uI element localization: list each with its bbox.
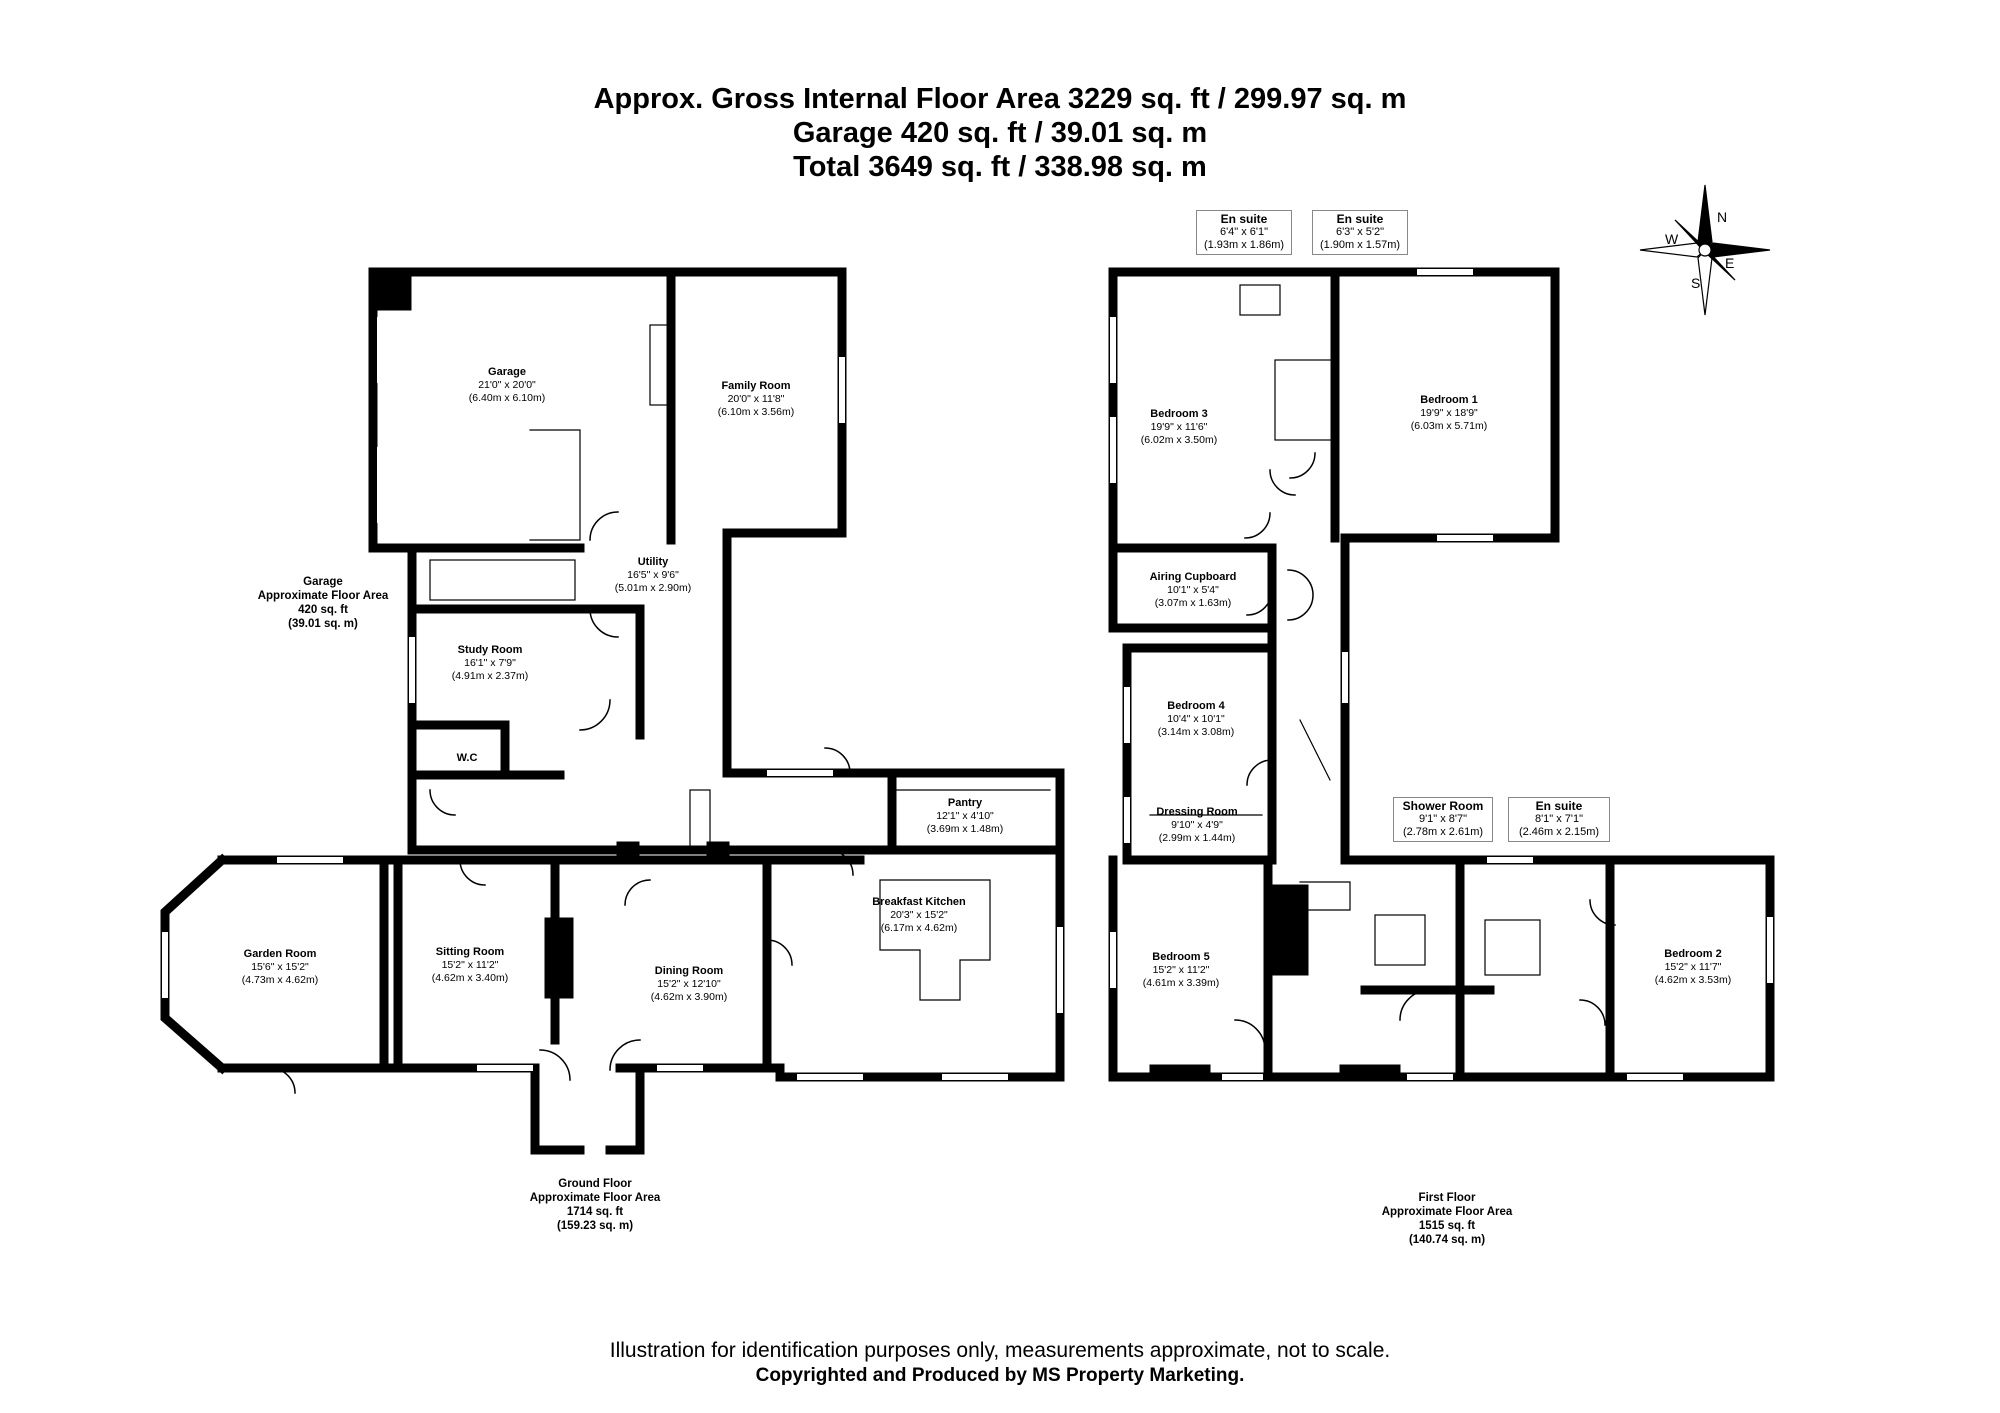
first-floor-walls	[1108, 267, 1775, 1082]
compass-s: S	[1691, 275, 1700, 291]
compass-n: N	[1717, 209, 1727, 225]
compass-e: E	[1725, 255, 1734, 271]
garage-area: Garage 420 sq. ft / 39.01 sq. m	[792, 117, 1208, 149]
ground-doors	[269, 511, 854, 1094]
compass-w: W	[1665, 231, 1679, 247]
ground-floor-walls	[217, 267, 1065, 1155]
footer: Illustration for identification purposes…	[0, 1338, 2000, 1388]
room-label-wc: W.C	[456, 752, 478, 764]
compass-icon: N E S W	[1639, 184, 1771, 316]
gross-internal-area: Approx. Gross Internal Floor Area 3229 s…	[593, 83, 1407, 115]
disclaimer-text: Illustration for identification purposes…	[609, 1339, 1391, 1362]
first-windows	[1110, 269, 1773, 1080]
garden-room-bay	[160, 853, 229, 1075]
floor-area-header: Approx. Gross Internal Floor Area 3229 s…	[0, 82, 2000, 184]
credit-text: Copyrighted and Produced by MS Property …	[755, 1365, 1245, 1386]
total-area: Total 3649 sq. ft / 338.98 sq. m	[793, 151, 1207, 183]
first-doors	[1234, 452, 1616, 1051]
ground-windows	[162, 317, 1063, 1080]
